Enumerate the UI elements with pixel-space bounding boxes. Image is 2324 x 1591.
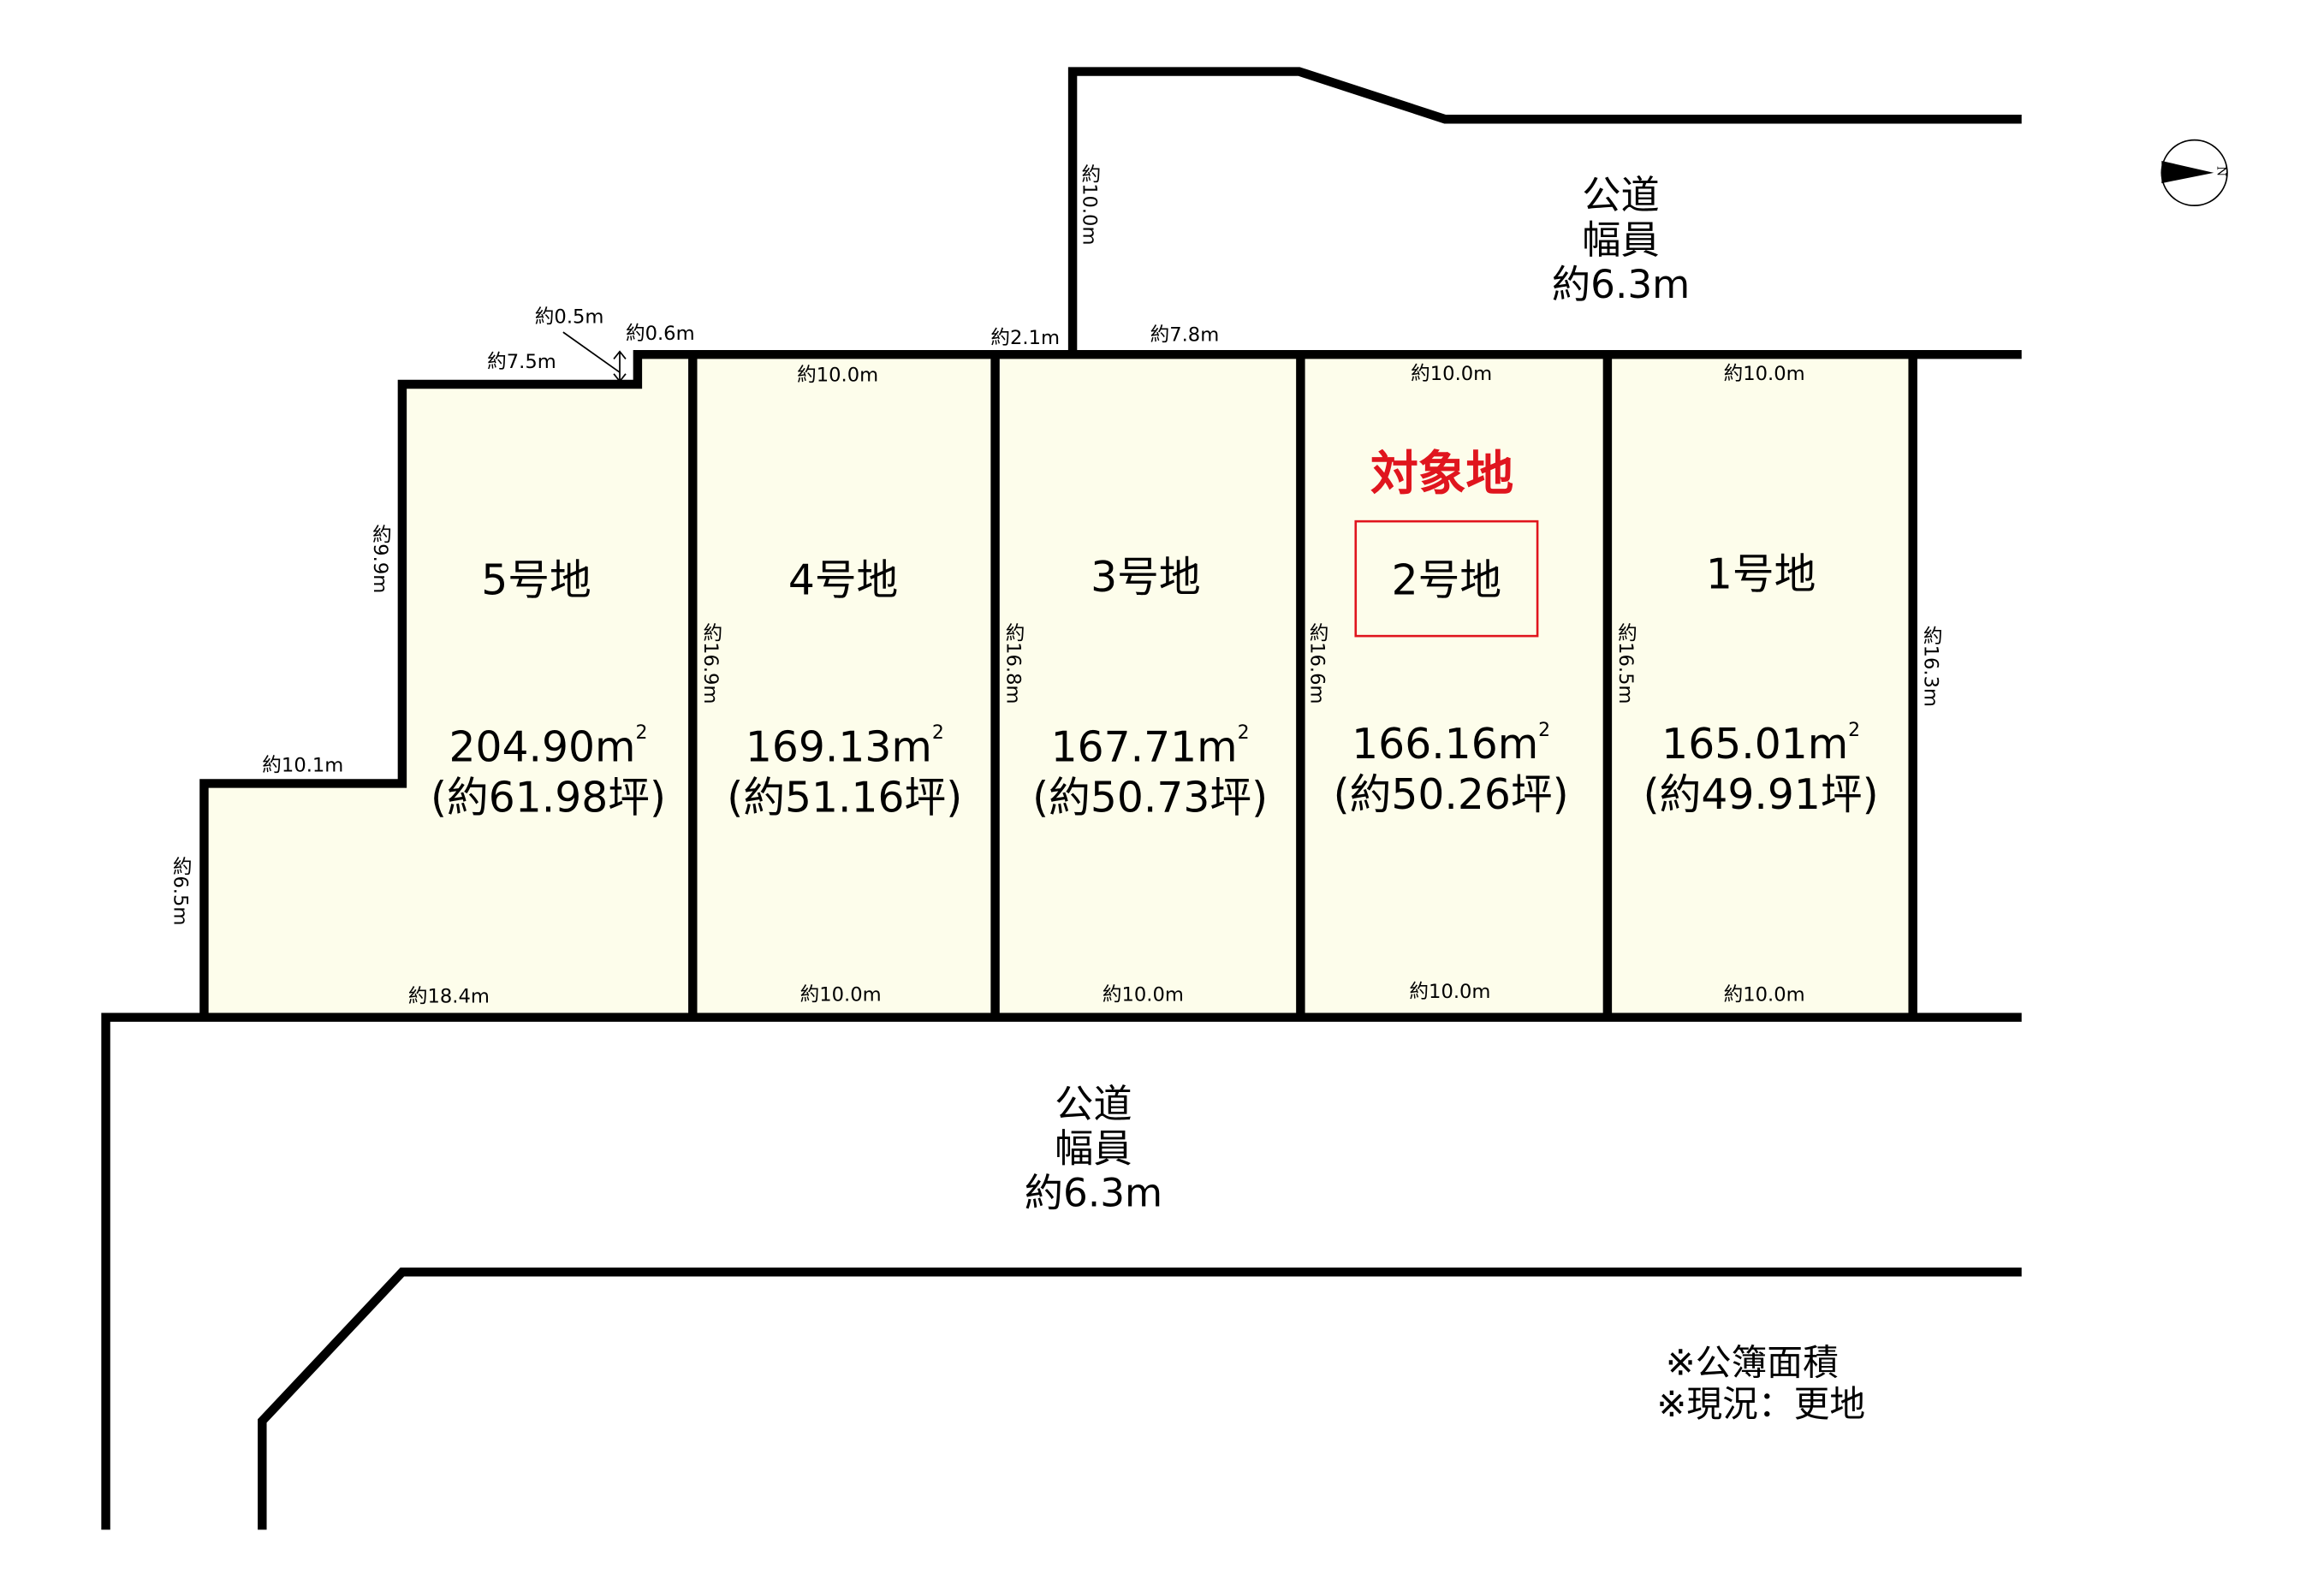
dim-0-6: 約0.6m — [625, 323, 695, 346]
lot-1-area-block: 165.01m2 (約49.91坪) — [1643, 717, 1879, 820]
lot-5-area-sqm: 204.90m — [449, 722, 636, 772]
note-registered-area: ※公簿面積 — [1665, 1342, 1839, 1384]
lot-1-area-sqm: 165.01m — [1661, 719, 1849, 769]
lot-3-name: 3号地 — [1091, 552, 1201, 603]
dim-bottom-lot3: 約10.0m — [1102, 984, 1184, 1007]
notes: ※公簿面積 ※現況：更地 — [1656, 1342, 1866, 1426]
dim-16-8: 約16.8m — [1001, 622, 1024, 704]
lot-3-area-sqm: 167.71m — [1050, 722, 1238, 772]
north-road-type: 公道 — [1582, 174, 1660, 219]
dim-bottom-lot2: 約10.0m — [1409, 981, 1491, 1005]
north-road-width-label: 幅員 — [1582, 218, 1660, 264]
unit-sup: 2 — [1538, 717, 1551, 740]
south-road-north-edge — [101, 1012, 2022, 1530]
dim-bottom-lot4: 約10.0m — [799, 984, 882, 1007]
dim-10-0-road: 約10.0m — [1077, 163, 1100, 246]
unit-sup: 2 — [931, 720, 944, 744]
dim-0-5: 約0.5m — [534, 306, 604, 329]
north-road-width: 約6.3m — [1551, 263, 1691, 308]
target-lot-highlight-box — [1354, 519, 1539, 638]
south-road-type: 公道 — [1055, 1083, 1132, 1128]
target-property-label: 対象地 — [1370, 445, 1514, 502]
dim-9-9: 約9.9m — [367, 524, 390, 594]
lot-5-name: 5号地 — [481, 555, 591, 605]
dim-16-5: 約16.5m — [1613, 622, 1636, 704]
lot-3-area-tsubo: (約50.73坪) — [1032, 772, 1269, 822]
lot-2-shape[interactable] — [1300, 354, 1608, 1018]
dim-bottom-lot1: 約10.0m — [1723, 984, 1805, 1007]
lot-1-shape[interactable] — [1607, 354, 1913, 1018]
north-arrow-icon — [2161, 139, 2228, 207]
lot-5-shape[interactable] — [204, 354, 693, 1018]
lots-outer-boundary — [199, 349, 2022, 1018]
dim-16-9: 約16.9m — [698, 622, 722, 704]
lot-5-area-block: 204.90m2 (約61.98坪) — [430, 720, 666, 822]
dim-2-1: 約2.1m — [990, 327, 1061, 350]
dimension-arrow-icon — [562, 331, 627, 383]
dim-7-5: 約7.5m — [487, 351, 556, 374]
south-road-label: 公道 幅員 約6.3m — [1024, 1083, 1163, 1218]
dim-top-lot1: 約10.0m — [1723, 363, 1805, 386]
lot-4-area-tsubo: (約51.16坪) — [727, 772, 963, 822]
note-current-status: ※現況：更地 — [1656, 1383, 1866, 1425]
south-road-width: 約6.3m — [1024, 1172, 1163, 1217]
dim-16-3: 約16.3m — [1918, 625, 1941, 708]
north-road-boundary — [1067, 67, 2022, 355]
dim-6-5: 約6.5m — [168, 856, 191, 926]
unit-sup: 2 — [1848, 717, 1861, 740]
dim-bottom-lot5: 約18.4m — [407, 986, 490, 1009]
lot-1-name: 1号地 — [1705, 549, 1816, 599]
lot-4-shape[interactable] — [692, 354, 996, 1018]
dim-16-6: 約16.6m — [1305, 622, 1328, 704]
lot-4-area-block: 169.13m2 (約51.16坪) — [727, 720, 963, 822]
lot-2-area-block: 166.16m2 (約50.26坪) — [1333, 717, 1569, 820]
lot-3-area-block: 167.71m2 (約50.73坪) — [1032, 720, 1269, 822]
dim-7-8: 約7.8m — [1150, 324, 1220, 347]
lot-1-area-tsubo: (約49.91坪) — [1643, 769, 1879, 819]
south-road-south-edge — [258, 1267, 2022, 1530]
north-road-label: 公道 幅員 約6.3m — [1552, 175, 1690, 309]
unit-sup: 2 — [1237, 720, 1250, 744]
lot-3-shape[interactable] — [995, 354, 1301, 1018]
south-road-width-label: 幅員 — [1055, 1127, 1132, 1172]
dim-top-lot2: 約10.0m — [1411, 363, 1493, 386]
lot-2-name: 2号地 — [1391, 555, 1502, 605]
dim-top-lot4: 約10.0m — [797, 365, 879, 388]
lot-5-area-tsubo: (約61.98坪) — [430, 772, 666, 822]
dim-10-1: 約10.1m — [262, 755, 344, 778]
lot-4-name: 4号地 — [788, 555, 899, 605]
lot-2-area-tsubo: (約50.26坪) — [1333, 769, 1569, 819]
lot-4-area-sqm: 169.13m — [745, 722, 932, 772]
compass-north-label: N — [2214, 166, 2228, 177]
unit-sup: 2 — [635, 720, 648, 744]
lot-2-area-sqm: 166.16m — [1352, 719, 1539, 769]
